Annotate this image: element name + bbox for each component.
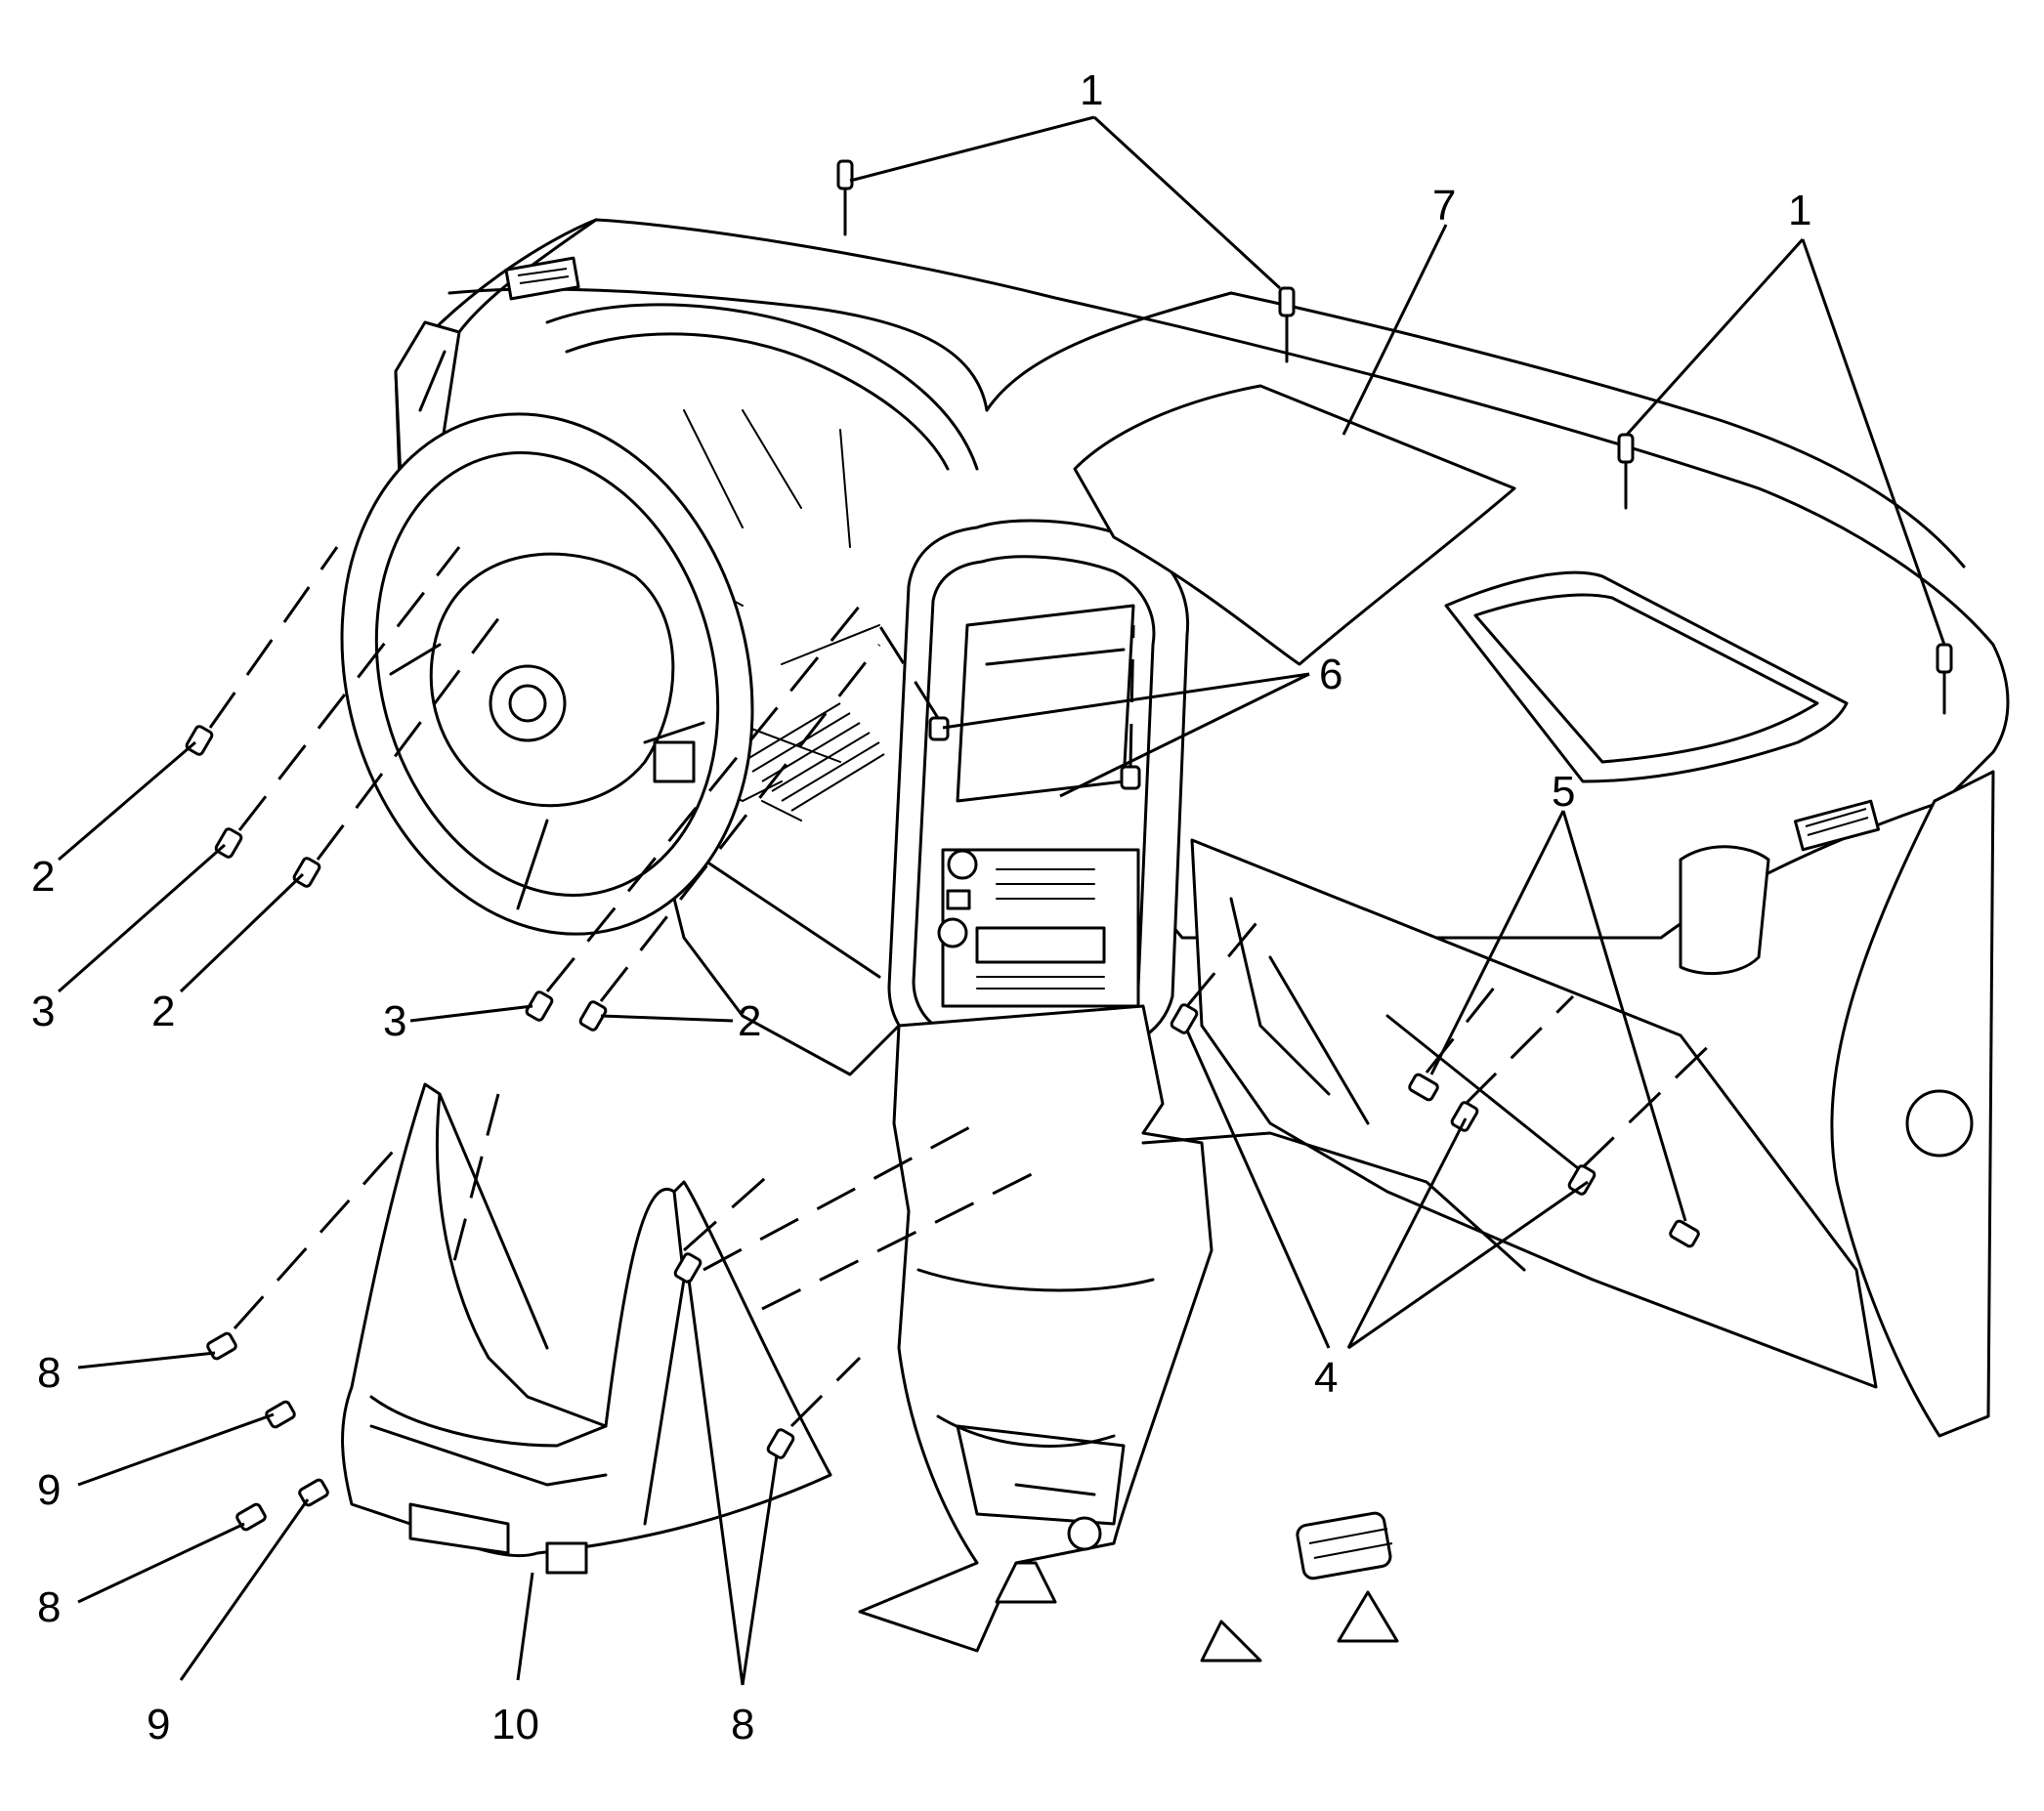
fastener-clip bbox=[836, 159, 854, 236]
leader-lines bbox=[58, 115, 1946, 1686]
fasteners bbox=[185, 159, 1953, 1532]
fastener-clip bbox=[1278, 286, 1296, 363]
steering-wheel bbox=[340, 412, 754, 936]
screw bbox=[1408, 1073, 1439, 1102]
callout-8: 8 bbox=[37, 1583, 61, 1631]
callout-1: 1 bbox=[1788, 187, 1811, 234]
screw bbox=[292, 857, 321, 888]
callout-9: 9 bbox=[147, 1701, 170, 1748]
callout-9: 9 bbox=[37, 1466, 61, 1514]
screw bbox=[578, 1000, 608, 1032]
screw bbox=[298, 1478, 329, 1507]
screw bbox=[235, 1502, 267, 1532]
screw bbox=[1669, 1219, 1700, 1248]
screw bbox=[525, 990, 554, 1022]
callout-labels: 1 1 2 3 2 3 2 4 5 6 7 8 9 8 9 10 8 bbox=[31, 66, 1811, 1748]
callout-3: 3 bbox=[31, 988, 55, 1035]
screw bbox=[766, 1428, 795, 1459]
callout-8: 8 bbox=[731, 1701, 754, 1748]
callout-8: 8 bbox=[37, 1349, 61, 1397]
screw bbox=[185, 725, 214, 756]
screw bbox=[206, 1331, 237, 1361]
callout-2: 2 bbox=[738, 997, 761, 1045]
callout-3: 3 bbox=[383, 997, 406, 1045]
knee-bolster-trim bbox=[341, 1082, 832, 1575]
screw bbox=[1450, 1101, 1479, 1132]
callout-1: 1 bbox=[1080, 66, 1103, 114]
callout-6: 6 bbox=[1319, 651, 1342, 698]
instrument-panel bbox=[394, 218, 2010, 1663]
callout-5: 5 bbox=[1552, 768, 1575, 816]
screw bbox=[928, 716, 950, 741]
fastener-clip bbox=[1617, 433, 1635, 510]
screw bbox=[265, 1400, 296, 1429]
screw bbox=[1170, 1003, 1199, 1034]
screw bbox=[673, 1252, 703, 1284]
callout-10: 10 bbox=[491, 1701, 539, 1748]
callout-2: 2 bbox=[31, 853, 55, 901]
callout-2: 2 bbox=[151, 988, 175, 1035]
screw bbox=[1120, 765, 1141, 790]
callout-7: 7 bbox=[1432, 182, 1456, 230]
screw bbox=[214, 827, 243, 859]
callout-4: 4 bbox=[1314, 1354, 1338, 1402]
